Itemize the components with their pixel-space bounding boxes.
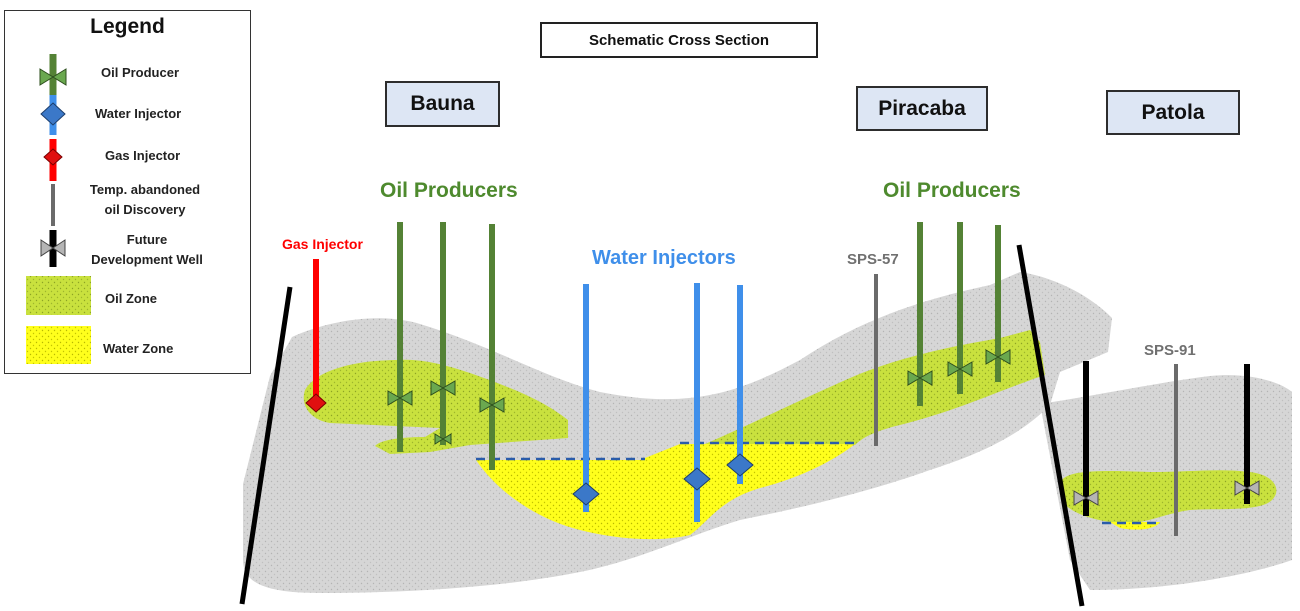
producer-valve-1 [387, 390, 413, 406]
legend-title: Legend [90, 15, 165, 38]
producer-valve-3 [479, 397, 505, 413]
injector-marker-1 [572, 482, 600, 506]
legend-label-abandoned: Temp. abandoned oil Discovery [85, 180, 205, 220]
future-valve-1 [1073, 490, 1099, 506]
legend-label-abandoned-line1: Temp. abandoned [89, 182, 201, 197]
fault-left [239, 286, 293, 605]
gas-injector-marker [305, 393, 327, 413]
producer-valve-7 [985, 349, 1011, 365]
legend-label-oil-zone: Oil Zone [105, 291, 157, 306]
producer-valve-5 [907, 370, 933, 386]
oil-producer-icon [39, 54, 67, 102]
legend-label-water-zone: Water Zone [103, 341, 174, 356]
gas-injector-icon [43, 139, 63, 181]
water-injector-icon [40, 95, 66, 135]
legend-label-future: Future Development Well [73, 230, 221, 270]
legend-label-abandoned-line2: oil Discovery [104, 202, 186, 217]
label-oil-producers-right: Oil Producers [883, 179, 1021, 202]
field-label-bauna: Bauna [385, 81, 500, 127]
water-zone-swatch [26, 326, 91, 364]
oil-zone-bauna [303, 359, 568, 454]
label-water-injectors: Water Injectors [592, 247, 736, 269]
oil-zone-swatch [26, 276, 91, 315]
legend: Legend [4, 10, 251, 374]
label-sps57: SPS-57 [847, 251, 899, 268]
label-oil-producers-left: Oil Producers [380, 179, 518, 202]
field-label-patola: Patola [1106, 90, 1240, 135]
future-well-icon [40, 230, 66, 267]
field-label-piracaba: Piracaba [856, 86, 988, 131]
oil-zone-patola [1062, 470, 1277, 524]
label-sps91: SPS-91 [1144, 342, 1196, 359]
producer-valve-6 [947, 361, 973, 377]
legend-label-water-injector: Water Injector [95, 106, 182, 121]
fault-right [1016, 244, 1085, 607]
injector-marker-2 [683, 467, 711, 491]
legend-label-gas-injector: Gas Injector [105, 148, 181, 163]
legend-label-oil-producer: Oil Producer [101, 65, 180, 80]
rock-formation-main [243, 272, 1112, 593]
producer-valve-4 [434, 433, 452, 445]
producer-valve-2 [430, 380, 456, 396]
future-valve-2 [1234, 480, 1260, 496]
water-zone-main [476, 444, 855, 540]
diagram-title: Schematic Cross Section [540, 22, 818, 58]
legend-label-future-line1: Future [126, 232, 168, 247]
legend-label-future-line2: Development Well [91, 252, 203, 267]
injector-marker-3 [726, 453, 754, 477]
label-gas-injector: Gas Injector [282, 236, 363, 252]
